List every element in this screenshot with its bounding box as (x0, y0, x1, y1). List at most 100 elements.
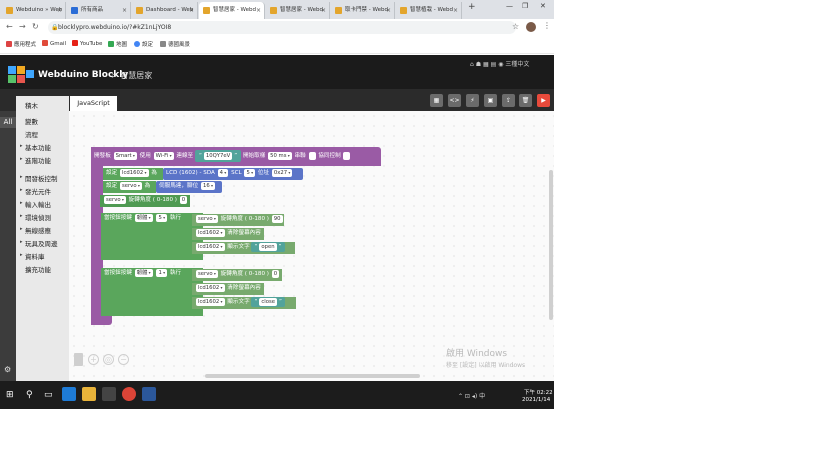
bookmark-apps[interactable]: 應用程式 (6, 40, 36, 48)
sda-pin-dropdown[interactable]: 4 (217, 169, 229, 177)
close-icon[interactable]: × (320, 7, 326, 14)
bookmark-maps[interactable]: 地圖 (108, 40, 127, 48)
category-board[interactable]: 開發板控制 (20, 173, 57, 183)
address-bar[interactable]: 🔒 blocklypro.webduino.io/?#kZ1nLjYOI8 (48, 21, 516, 34)
board-block[interactable]: 開發板 Smart 使用 Wi-Fi 連線至 “10QY7eV” 開始取樣 50… (91, 147, 381, 166)
category-sensor[interactable]: 環境偵測 (20, 212, 51, 222)
close-icon[interactable]: × (255, 7, 261, 14)
category-toys[interactable]: 玩具及周邊 (20, 238, 57, 248)
set-servo-block[interactable]: 設定 servo 為 (103, 181, 156, 193)
upload-button[interactable]: ⇪ (502, 94, 515, 107)
button-event-block[interactable]: 當按鈕按鍵 韌體 5 執行 (101, 213, 203, 260)
close-icon[interactable]: × (121, 7, 127, 14)
browser-tab[interactable]: Webduino » Web× (2, 2, 66, 19)
cooperative-checkbox[interactable]: ​ (343, 152, 351, 160)
file-explorer-icon[interactable] (82, 387, 96, 401)
button-dropdown[interactable]: 韌體 (134, 214, 153, 222)
button-pin-dropdown[interactable]: 5 (156, 214, 168, 222)
language-select[interactable]: 三種中文 (505, 61, 530, 68)
category-variables[interactable]: 變數 (25, 118, 38, 126)
windows-start-icon[interactable]: ⊞ (6, 390, 14, 400)
maximize-button[interactable]: ❐ (522, 2, 529, 10)
category-io[interactable]: 輸入輸出 (20, 199, 51, 209)
lcd-clear-block[interactable]: lcd1602 清除螢幕內容 (192, 228, 264, 240)
browser-tab-active[interactable]: 智慧居家 - Webd× (199, 2, 265, 19)
close-icon[interactable]: × (188, 7, 194, 14)
button-dropdown[interactable]: 韌體 (134, 269, 153, 277)
zoom-reset-icon[interactable]: ◎ (103, 354, 114, 365)
close-icon[interactable]: × (385, 7, 391, 14)
window-close-button[interactable]: ✕ (540, 2, 546, 10)
text-value-block[interactable]: “close” (251, 297, 285, 307)
close-icon[interactable]: × (56, 7, 62, 14)
category-flow[interactable]: 流程 (25, 131, 38, 139)
device-id-field[interactable]: 10QY7eV (203, 152, 233, 160)
browser-tab[interactable]: 智慧居家 - Webd× (266, 2, 330, 19)
zoom-out-icon[interactable]: − (118, 354, 129, 365)
text-field[interactable]: open (259, 243, 277, 251)
connection-dropdown[interactable]: Wi-Fi (153, 152, 174, 160)
close-icon[interactable]: × (452, 7, 458, 14)
horizontal-scrollbar[interactable] (205, 374, 420, 378)
chrome-icon[interactable] (122, 387, 136, 401)
lcd-config-block[interactable]: LCD (1602) - SDA 4 SCL 5 位址 0x27 (163, 168, 303, 180)
text-field[interactable]: close (259, 298, 278, 306)
servo-angle-block[interactable]: servo 旋轉角度 ( 0-180 ) 90 (192, 214, 284, 226)
browser-tab[interactable]: 智慧植栽 - Webd× (396, 2, 462, 19)
lcd-print-block[interactable]: lcd1602 顯示文字 “open” (192, 242, 295, 254)
bookmark-link[interactable]: 德國風景 (160, 40, 190, 48)
people-icon[interactable]: ☗ (475, 61, 482, 68)
github-icon[interactable]: ◉ (498, 61, 504, 68)
home-icon[interactable]: ⌂ (470, 61, 474, 68)
grid-icon[interactable]: ▦ (483, 61, 489, 68)
flash-button[interactable]: ⚡ (466, 94, 479, 107)
lcd-address-dropdown[interactable]: 0x27 (271, 169, 293, 177)
browser-tab[interactable]: 取卡門禁 - Webd× (331, 2, 395, 19)
category-light[interactable]: 發光元件 (20, 186, 51, 196)
lcd-clear-block[interactable]: lcd1602 清除螢幕內容 (192, 283, 264, 295)
taskbar-time[interactable]: 下午 02:22 (524, 390, 553, 396)
button-event-block[interactable]: 當按鈕按鍵 韌體 1 執行 (101, 268, 203, 316)
search-icon[interactable]: ⚲ (26, 390, 33, 400)
save-button[interactable]: ▣ (484, 94, 497, 107)
trash-button[interactable]: 🗑 (519, 94, 532, 107)
serial-checkbox[interactable]: ​ (308, 152, 316, 160)
category-advanced[interactable]: 進階功能 (20, 155, 51, 165)
servo-angle-block[interactable]: servo 旋轉角度 ( 0-180 ) 0 (192, 269, 282, 281)
servo-dropdown[interactable]: servo (104, 196, 126, 204)
minimize-button[interactable]: — (506, 2, 513, 10)
angle-field[interactable]: 0 (271, 270, 280, 278)
lcd-dropdown[interactable]: lcd1602 (196, 243, 225, 251)
servo-variable-dropdown[interactable]: servo (119, 182, 142, 190)
taskbar-date[interactable]: 2021/1/14 (522, 397, 551, 403)
back-button[interactable]: ← (6, 22, 13, 31)
set-lcd-block[interactable]: 設定 lcd1602 為 (103, 168, 163, 180)
scl-pin-dropdown[interactable]: 5 (244, 169, 256, 177)
device-id-text-block[interactable]: “10QY7eV” (194, 150, 242, 162)
profile-avatar[interactable] (526, 22, 536, 32)
system-tray[interactable]: ⌃ ⊡ ◂) 中 (458, 393, 486, 400)
browser-tab[interactable]: 所有商品× (67, 2, 131, 19)
new-tab-button[interactable]: + (468, 2, 476, 12)
button-pin-dropdown[interactable]: 1 (156, 269, 168, 277)
angle-field[interactable]: 90 (271, 215, 283, 223)
browser-menu-icon[interactable]: ⋮ (543, 21, 551, 30)
servo-angle-block[interactable]: servo 旋轉角度 ( 0-180 ) 0 (100, 195, 190, 207)
tab-javascript[interactable]: JavaScript (70, 96, 117, 111)
category-database[interactable]: 資料庫 (20, 251, 44, 261)
trash-icon[interactable] (74, 353, 83, 366)
lcd-print-block[interactable]: lcd1602 顯示文字 “close” (192, 297, 296, 309)
board-dropdown[interactable]: Smart (113, 152, 137, 160)
browser-tab[interactable]: Dashboard - Web× (132, 2, 198, 19)
lcd-dropdown[interactable]: lcd1602 (196, 284, 225, 292)
board-block-frame[interactable] (91, 147, 103, 325)
doc-icon[interactable]: ▤ (490, 61, 497, 68)
category-wireless[interactable]: 無線感應 (20, 225, 51, 235)
category-basic[interactable]: 基本功能 (20, 142, 51, 152)
servo-dropdown[interactable]: servo (196, 270, 218, 278)
bookmark-star-icon[interactable]: ☆ (512, 22, 520, 31)
text-value-block[interactable]: “open” (251, 242, 285, 252)
gear-icon[interactable]: ⚙ (4, 365, 12, 374)
servo-pin-dropdown[interactable]: 16 (200, 182, 215, 190)
lcd-dropdown[interactable]: lcd1602 (196, 229, 225, 237)
